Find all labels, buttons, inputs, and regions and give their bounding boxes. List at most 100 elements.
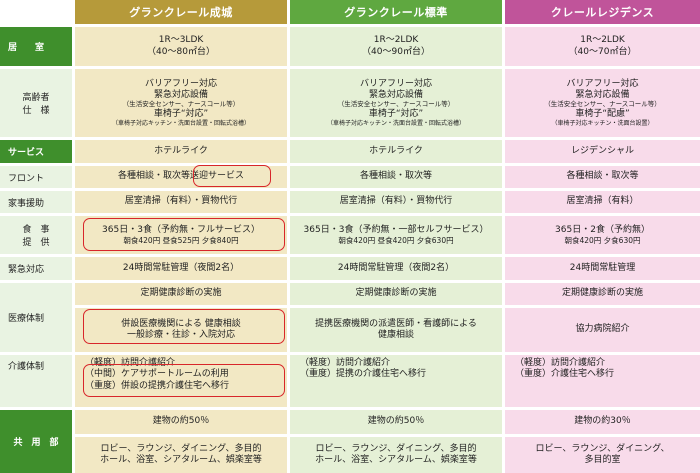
spec-barrier-free: バリアフリー対応 xyxy=(144,78,217,89)
room-area: （40～70㎡台） xyxy=(568,46,637,57)
room-residence: 1R～2LDK （40～70㎡台） xyxy=(505,27,700,66)
meals-price: 朝食420円 昼食420円 夕食630円 xyxy=(338,235,454,245)
nursing-line: （重度）介護住宅へ移行 xyxy=(515,369,615,380)
room-type: 1R～3LDK xyxy=(158,35,204,46)
common-facilities-residence: ロビー、ラウンジ、ダイニング、 多目的室 xyxy=(505,437,700,473)
room-standard: 1R～2LDK （40～90㎡台） xyxy=(290,27,502,66)
row-label-nursing: 介護体制 xyxy=(0,355,72,407)
emergency-seijo: 24時間常駐管理（夜間2名） xyxy=(75,257,287,280)
room-type: 1R～2LDK xyxy=(580,35,625,46)
front-residence: 各種相談・取次等 xyxy=(505,166,700,188)
housekeeping-standard: 居室清掃（有料）・買物代行 xyxy=(290,191,502,213)
common-facilities-seijo: ロビー、ラウンジ、ダイニング、多目的 ホール、浴室、シアタルーム、娯楽室等 xyxy=(75,437,287,473)
medical-checkup-standard: 定期健康診断の実施 xyxy=(290,283,502,305)
meals-residence: 365日・2食（予約無） 朝食420円 夕食630円 xyxy=(505,216,700,254)
front-consult: 各種相談・取次等 xyxy=(117,171,190,182)
facilities-line: ホール、浴室、シアタルーム、娯楽室等 xyxy=(315,455,477,465)
label-line: 食 事 xyxy=(22,225,50,235)
spec-emergency-detail: （生活安全センサー、ナースコール等） xyxy=(122,100,240,109)
row-label-common-area: 共 用 部 xyxy=(0,410,72,473)
nursing-line: （中間）ケアサポートルームの利用 xyxy=(85,369,229,380)
common-ratio-standard: 建物の約50％ xyxy=(290,410,502,434)
nursing-line: （重度）提携の介護住宅へ移行 xyxy=(300,369,427,380)
medical-checkup-residence: 定期健康診断の実施 xyxy=(505,283,700,305)
meals-plan: 365日・3食（予約無・フルサービス） xyxy=(102,224,260,235)
common-ratio-seijo: 建物の約50％ xyxy=(75,410,287,434)
room-area: （40～90㎡台） xyxy=(362,46,430,57)
nursing-residence: （軽度）訪問介護紹介 （重度）介護住宅へ移行 xyxy=(505,355,700,407)
medical-care-standard: 提携医療機関の派遣医師・看護師による 健康相談 xyxy=(290,308,502,352)
room-area: （40～80㎡台） xyxy=(147,46,215,57)
service-residence: レジデンシャル xyxy=(505,140,700,163)
service-standard: ホテルライク xyxy=(290,140,502,163)
common-ratio-residence: 建物の約30％ xyxy=(505,410,700,434)
housekeeping-residence: 居室清掃（有料） xyxy=(505,191,700,213)
medical-line: 提携医療機関の派遣医師・看護師による xyxy=(315,318,477,329)
spec-emergency: 緊急対応設備 xyxy=(153,89,208,100)
medical-line: 併設医療機関による 健康相談 xyxy=(121,318,241,329)
spec-emergency-detail: （生活安全センサー、ナースコール等） xyxy=(544,100,661,109)
facilities-line: ロビー、ラウンジ、ダイニング、 xyxy=(535,443,670,454)
medical-line: 一般診療・往診・入院対応 xyxy=(126,330,235,340)
elderly-spec-residence: バリアフリー対応 緊急対応設備 （生活安全センサー、ナースコール等） 車椅子“配… xyxy=(505,69,700,137)
emergency-standard: 24時間常駐管理（夜間2名） xyxy=(290,257,502,280)
nursing-seijo: （軽度）訪問介護紹介 （中間）ケアサポートルームの利用 （重度）併設の提携介護住… xyxy=(75,355,287,407)
nursing-line: （軽度）訪問介護紹介 xyxy=(300,358,391,368)
spec-emergency: 緊急対応設備 xyxy=(368,89,423,100)
facilities-line: ロビー、ラウンジ、ダイニング、多目的 xyxy=(315,443,477,454)
label-line: 仕 様 xyxy=(22,106,50,116)
spec-barrier-free: バリアフリー対応 xyxy=(359,78,432,89)
spec-wheelchair: 車椅子“対応” xyxy=(153,108,209,119)
medical-line: 健康相談 xyxy=(377,330,414,340)
facilities-line: ホール、浴室、シアタルーム、娯楽室等 xyxy=(100,455,262,465)
nursing-line: （軽度）訪問介護紹介 xyxy=(85,358,176,368)
spec-wheelchair: 車椅子“配慮” xyxy=(575,108,630,119)
header-grandclair-standard: グランクレール標準 xyxy=(290,0,502,24)
room-seijo: 1R～3LDK （40～80㎡台） xyxy=(75,27,287,66)
room-type: 1R～2LDK xyxy=(373,35,419,46)
header-grandclair-seijo: グランクレール成城 xyxy=(75,0,287,24)
front-seijo: 各種相談・取次等 送迎サービス xyxy=(75,166,287,188)
medical-care-seijo: 併設医療機関による 健康相談 一般診療・往診・入院対応 xyxy=(75,308,287,352)
row-label-elderly-spec: 高齢者 仕 様 xyxy=(0,69,72,137)
housekeeping-seijo: 居室清掃（有料）・買物代行 xyxy=(75,191,287,213)
row-label-room: 居 室 xyxy=(0,27,72,66)
header-corner xyxy=(0,0,72,24)
header-clair-residence: クレールレジデンス xyxy=(505,0,700,24)
common-facilities-standard: ロビー、ラウンジ、ダイニング、多目的 ホール、浴室、シアタルーム、娯楽室等 xyxy=(290,437,502,473)
medical-checkup-seijo: 定期健康診断の実施 xyxy=(75,283,287,305)
meals-price: 朝食420円 夕食630円 xyxy=(564,235,641,245)
nursing-line: （軽度）訪問介護紹介 xyxy=(515,358,606,368)
meals-standard: 365日・3食（予約無・一部セルフサービス） 朝食420円 昼食420円 夕食6… xyxy=(290,216,502,254)
medical-care-residence: 協力病院紹介 xyxy=(505,308,700,352)
meals-plan: 365日・2食（予約無） xyxy=(555,224,650,235)
spec-wheelchair-detail: （車椅子対応キッチン・洗面台設置・回転式浴槽） xyxy=(326,120,465,128)
row-label-medical: 医療体制 xyxy=(0,283,72,352)
meals-price: 朝食420円 昼食525円 夕食840円 xyxy=(123,235,239,245)
elderly-spec-standard: バリアフリー対応 緊急対応設備 （生活安全センサー、ナースコール等） 車椅子“対… xyxy=(290,69,502,137)
spec-barrier-free: バリアフリー対応 xyxy=(566,78,639,89)
spec-wheelchair-detail: （車椅子対応キッチン・洗面台設置・回転式浴槽） xyxy=(111,120,250,128)
front-shuttle: 送迎サービス xyxy=(190,171,245,182)
emergency-residence: 24時間常駐管理 xyxy=(505,257,700,280)
label-line: 高齢者 xyxy=(22,93,50,103)
front-standard: 各種相談・取次等 xyxy=(290,166,502,188)
elderly-spec-seijo: バリアフリー対応 緊急対応設備 （生活安全センサー、ナースコール等） 車椅子“対… xyxy=(75,69,287,137)
row-label-front: フロント xyxy=(0,166,72,188)
meals-seijo: 365日・3食（予約無・フルサービス） 朝食420円 昼食525円 夕食840円 xyxy=(75,216,287,254)
row-label-meals: 食 事 提 供 xyxy=(0,216,72,254)
spec-emergency: 緊急対応設備 xyxy=(575,89,630,100)
label-line: 提 供 xyxy=(22,238,50,248)
row-label-emergency: 緊急対応 xyxy=(0,257,72,280)
nursing-standard: （軽度）訪問介護紹介 （重度）提携の介護住宅へ移行 xyxy=(290,355,502,407)
facilities-line: ロビー、ラウンジ、ダイニング、多目的 xyxy=(100,443,262,454)
spec-wheelchair-detail: （車椅子対応キッチン・洗面台設置） xyxy=(551,120,654,128)
nursing-line: （重度）併設の提携介護住宅へ移行 xyxy=(85,380,230,391)
facilities-line: 多目的室 xyxy=(584,455,621,465)
row-label-service: サービス xyxy=(0,140,72,163)
meals-plan: 365日・3食（予約無・一部セルフサービス） xyxy=(303,224,489,235)
row-label-housekeeping: 家事援助 xyxy=(0,191,72,213)
spec-emergency-detail: （生活安全センサー、ナースコール等） xyxy=(337,100,455,109)
service-seijo: ホテルライク xyxy=(75,140,287,163)
